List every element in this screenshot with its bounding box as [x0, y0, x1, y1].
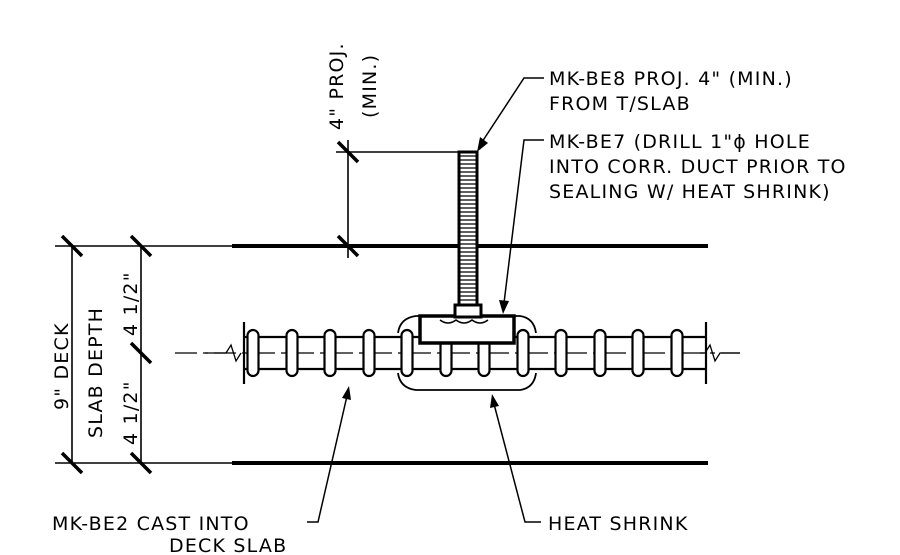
proj-dimension-min-label: (MIN.) — [359, 54, 381, 118]
be2-label-line1: MK-BE2 CAST INTO — [52, 513, 250, 535]
duct-centerline — [175, 343, 740, 363]
deck-depth-label-line2: SLAB DEPTH — [85, 307, 107, 438]
be7-label-line1: MK-BE7 (DRILL 1"ϕ HOLE — [549, 131, 811, 153]
fitting-base-weld — [439, 319, 489, 324]
be8-label-line2: FROM T/SLAB — [549, 93, 691, 115]
fitting-base — [418, 314, 516, 345]
deck-depth-dimension — [55, 234, 232, 475]
be7-label-line2: INTO CORR. DUCT PRIOR TO — [549, 156, 847, 178]
be7-label-line3: SEALING W/ HEAT SHRINK) — [549, 181, 831, 203]
lower-half-dimension-label: 4 1/2" — [120, 380, 142, 445]
upper-half-dimension-label: 4 1/2" — [120, 271, 142, 336]
be2-leader — [307, 386, 351, 523]
threaded-rod — [453, 150, 483, 319]
deck-depth-label-line1: 9" DECK — [51, 322, 73, 410]
be8-label-line1: MK-BE8 PROJ. 4" (MIN.) — [549, 68, 793, 90]
projection-dimension — [336, 140, 467, 258]
be7-leader — [499, 139, 544, 314]
heat-shrink-leader — [490, 394, 541, 523]
heat-shrink-label: HEAT SHRINK — [548, 513, 689, 535]
be2-label-line2: DECK SLAB — [169, 535, 287, 555]
proj-dimension-label: 4" PROJ. — [326, 42, 348, 130]
be8-leader — [477, 77, 544, 152]
half-depth-dimension — [129, 234, 153, 475]
